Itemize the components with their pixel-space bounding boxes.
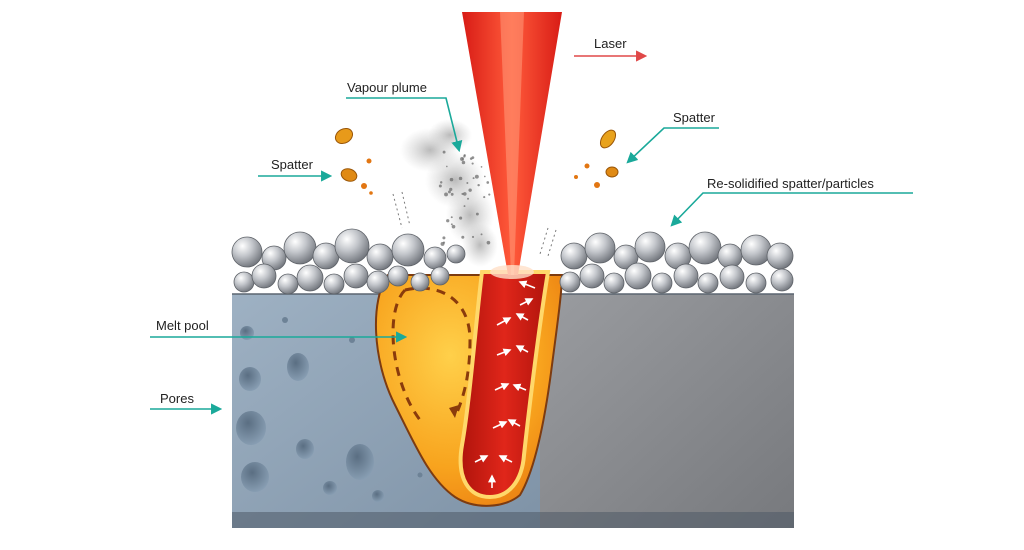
spatter-particle: [340, 168, 358, 182]
pore: [296, 439, 314, 459]
spatter-right-arrow-icon: [626, 127, 719, 164]
spatter-particle: [334, 127, 354, 145]
pores-label: Pores: [160, 391, 194, 406]
powder-bed: [231, 228, 794, 295]
powder-particle: [430, 266, 450, 286]
powder-particle: [624, 262, 652, 290]
pressure-arrow-icon: [496, 348, 512, 357]
pressure-arrow-icon: [498, 455, 513, 463]
laser-beam: [462, 12, 562, 279]
pressure-arrow-icon: [492, 421, 508, 429]
powder-particle: [366, 270, 390, 294]
powder-particle: [717, 243, 743, 269]
powder-particle: [323, 273, 345, 295]
powder-particle: [559, 271, 581, 293]
melt-pool-label: Melt pool: [156, 318, 209, 333]
pressure-arrow-icon: [494, 383, 510, 391]
powder-particle: [740, 234, 772, 266]
pressure-arrow-icon: [519, 298, 534, 306]
powder-particle: [560, 242, 588, 270]
powder-particle: [770, 268, 794, 292]
powder-particle: [603, 272, 625, 294]
pore: [372, 490, 384, 502]
flow-path: [404, 286, 472, 416]
spatter-particle: [605, 166, 619, 178]
spatter-right: [574, 129, 619, 188]
pore: [241, 462, 269, 492]
resolidified-arrow-icon: [670, 192, 913, 227]
pore: [346, 444, 374, 480]
pore: [239, 367, 261, 391]
powder-particle: [233, 271, 255, 293]
vapour-plume-arrow-icon: [346, 97, 463, 153]
pore: [323, 481, 337, 495]
keyhole-arrows: [474, 280, 536, 488]
powder-particle: [366, 243, 394, 271]
powder-particle: [766, 242, 794, 270]
substrate-right: [540, 294, 794, 528]
pressure-arrow-icon: [512, 383, 527, 392]
powder-particle: [651, 272, 673, 294]
flow-arrow-icon: [449, 405, 459, 418]
pressure-arrow-icon: [474, 455, 489, 463]
powder-particle: [277, 273, 299, 295]
powder-particle: [296, 264, 324, 292]
powder-particle: [387, 265, 409, 287]
powder-particle: [283, 231, 317, 265]
callout-arrows: [150, 97, 913, 415]
spatter-left-label: Spatter: [271, 157, 313, 172]
powder-particle: [697, 272, 719, 294]
flow-path: [391, 288, 422, 421]
pressure-arrow-icon: [515, 313, 529, 321]
pore: [287, 353, 309, 381]
powder-particle: [688, 231, 722, 265]
substrate-base: [232, 512, 794, 528]
powder-particle: [745, 272, 767, 294]
powder-particle: [673, 263, 699, 289]
pore: [240, 326, 254, 340]
powder-particle: [423, 246, 447, 270]
powder-particle: [584, 232, 616, 264]
spatter-particle: [599, 129, 617, 149]
powder-particle: [231, 236, 263, 268]
powder-particle: [334, 228, 370, 264]
vapour-plume-label: Vapour plume: [347, 80, 427, 95]
pores-group: [236, 317, 423, 502]
powder-particle: [343, 263, 369, 289]
powder-particle: [613, 244, 639, 270]
powder-particle: [446, 244, 466, 264]
pressure-arrow-icon: [507, 419, 521, 427]
powder-particle: [634, 231, 666, 263]
spatter-left: [334, 127, 373, 195]
resolidified-label: Re-solidified spatter/particles: [707, 176, 874, 191]
pressure-arrow-icon: [515, 345, 529, 353]
pressure-arrow-icon: [496, 317, 512, 326]
pressure-arrow-icon: [518, 280, 536, 289]
keyhole: [458, 270, 551, 500]
powder-particle: [251, 263, 277, 289]
powder-particle: [410, 272, 430, 292]
powder-particle: [579, 263, 605, 289]
laser-label: Laser: [594, 36, 627, 51]
pore: [236, 411, 266, 445]
powder-particle: [391, 233, 425, 267]
spatter-right-label: Spatter: [673, 110, 715, 125]
powder-particle: [719, 264, 745, 290]
